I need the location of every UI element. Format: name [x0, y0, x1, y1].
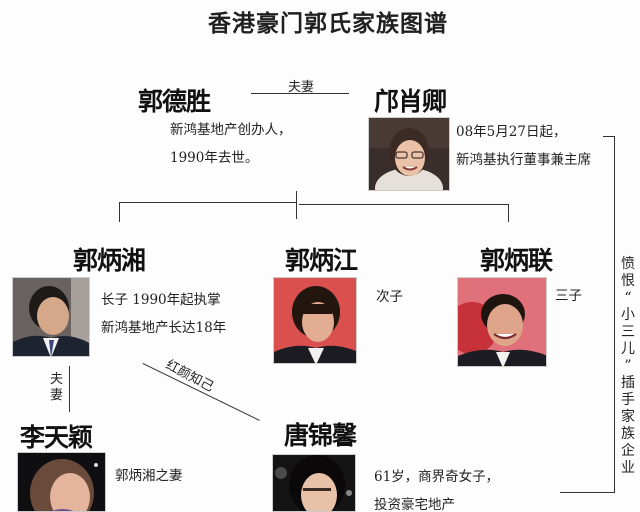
portrait-woman-glasses-icon — [273, 455, 355, 511]
name-confidante: 唐锦馨 — [284, 421, 357, 450]
desc-wife1: 郭炳湘之妻 — [115, 468, 183, 484]
portrait-smiling-man-red-bg-icon — [458, 278, 546, 366]
desc-son2: 次子 — [376, 289, 403, 305]
portrait-man-dark-bg-icon — [13, 278, 89, 356]
diagram-title: 香港豪门郭氏家族图谱 — [208, 11, 448, 37]
name-son3: 郭炳联 — [480, 246, 553, 275]
name-son1: 郭炳湘 — [73, 246, 146, 275]
photo-confidante — [272, 454, 356, 512]
photo-wife1 — [17, 452, 106, 512]
photo-son2 — [273, 277, 357, 364]
photo-son3 — [457, 277, 547, 367]
desc-son1: 长子 1990年起执掌 新鸿基地产长达18年 — [101, 292, 227, 336]
relation-label-confidante: 红颜知己 — [163, 357, 217, 396]
tree-connector-right — [299, 204, 509, 205]
side-note-vertical: 愤 恨 “ 小 三 儿 ” 插 手 家 族 企 业 — [621, 256, 635, 476]
bracket-bottom — [560, 492, 615, 493]
relation-label-parents: 夫妻 — [288, 80, 315, 95]
desc-father: 新鸿基地产创办人， 1990年去世。 — [170, 122, 292, 166]
spouse-line-parents — [251, 93, 349, 94]
relation-label-son1-wife: 夫妻 — [50, 372, 64, 403]
tree-connector-vertical — [296, 191, 297, 219]
portrait-elderly-woman-icon — [369, 118, 449, 190]
desc-mother: 08年5月27日起， 新鸿基执行董事兼主席 — [456, 124, 591, 168]
bracket-top — [603, 136, 614, 137]
portrait-woman-night-icon — [18, 453, 105, 511]
spouse-line-son1 — [69, 366, 70, 412]
tree-drop-son3 — [508, 204, 509, 222]
name-father: 郭德胜 — [138, 87, 211, 116]
tree-connector-left — [119, 202, 297, 203]
name-son2: 郭炳江 — [285, 246, 358, 275]
name-wife1: 李天颖 — [20, 423, 93, 452]
desc-son3: 三子 — [555, 288, 582, 304]
name-mother: 邝肖卿 — [374, 87, 447, 116]
bracket-vertical — [614, 136, 615, 493]
desc-confidante: 61岁，商界奇女子， 投资豪宅地产 — [374, 469, 500, 512]
photo-mother — [368, 117, 450, 191]
tree-drop-son1 — [119, 202, 120, 222]
photo-son1 — [12, 277, 90, 357]
portrait-man-red-bg-icon — [274, 278, 356, 363]
